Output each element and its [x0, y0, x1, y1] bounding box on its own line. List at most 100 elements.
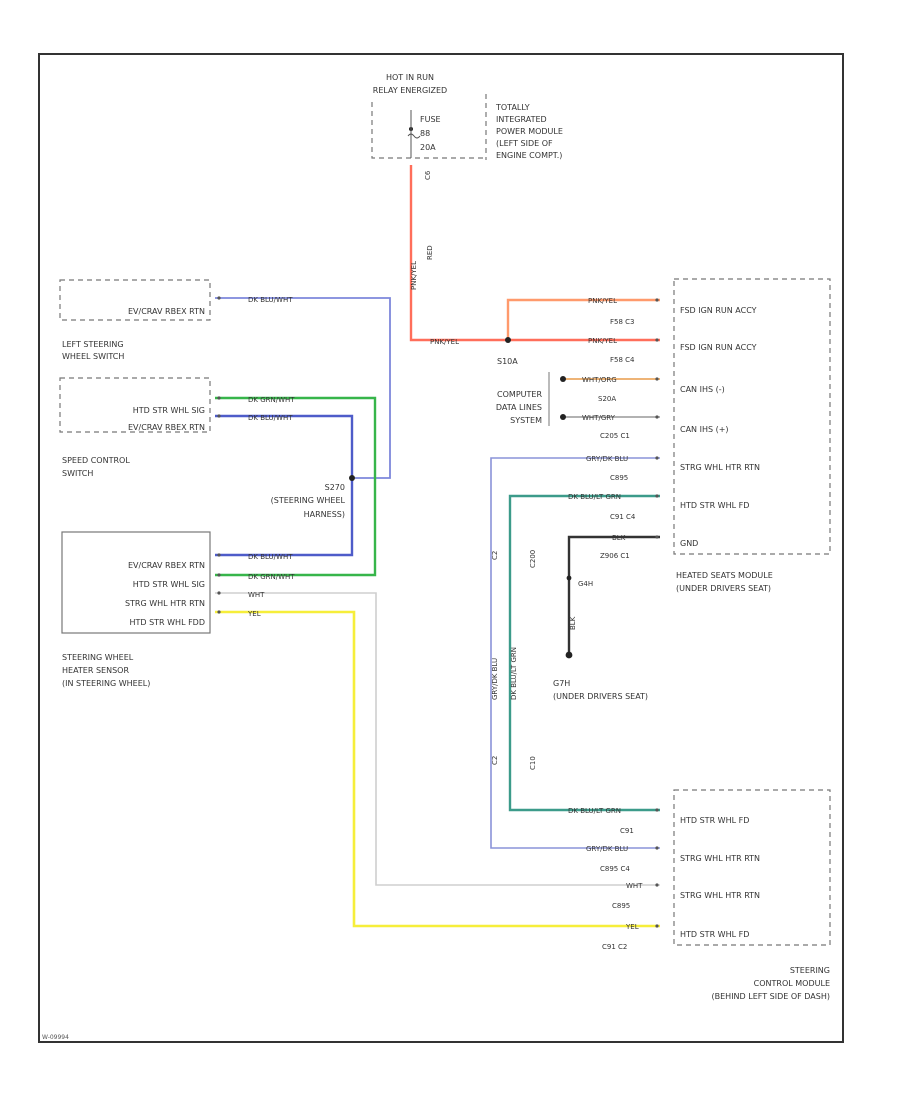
wire-label-g4h: G4H: [578, 580, 593, 588]
tipm-line-5: ENGINE COMPT.): [496, 151, 562, 160]
heater-line-3: (IN STEERING WHEEL): [62, 679, 150, 688]
heater-line-1: STEERING WHEEL: [62, 653, 134, 662]
splice-s270-dot: [349, 475, 355, 481]
wire-label-pnkyel-main: PNK/YEL: [430, 338, 459, 346]
conn-c895: C895: [610, 474, 628, 482]
left-switch-line-1: LEFT STEERING: [62, 340, 124, 349]
seats-pin-4: CAN IHS (+): [680, 425, 729, 434]
conn-c91-c4: C91 C4: [610, 513, 636, 521]
conn-c10: C10: [529, 756, 537, 770]
conn-c895-c4: C895 C4: [600, 865, 630, 873]
wire-pnkyel-main: [409, 165, 660, 342]
seats-pin-3: CAN IHS (-): [680, 385, 725, 394]
seats-pin-6: HTD STR WHL FD: [680, 501, 749, 510]
left-switch-line-2: WHEEL SWITCH: [62, 352, 124, 361]
splice-s10a: S10A: [497, 357, 518, 366]
wire-label-grydk-1: GRY/DK BLU: [586, 455, 628, 463]
wire-label-dkblult-v: DK BLU/LT GRN: [510, 647, 518, 700]
box-seats-module: [673, 278, 831, 555]
seats-pin-7: GND: [680, 539, 698, 548]
s270-line-3: HARNESS): [304, 510, 345, 519]
wire-pnkyel-branch: [506, 298, 660, 340]
diagram-frame: [38, 53, 844, 1043]
heater-pin-1: EV/CRAV RBEX RTN: [128, 561, 205, 570]
fuse-label-3: 20A: [420, 143, 436, 152]
conn-c91: C91: [620, 827, 634, 835]
wire-label-pnkyel-1: PNK/YEL: [588, 297, 617, 305]
conn-c895-b: C895: [612, 902, 630, 910]
heater-pin-3: STRG WHL HTR RTN: [125, 599, 205, 608]
wire-label-dkgrnwht-1: DK GRN/WHT: [248, 396, 295, 404]
steering-pin-1: HTD STR WHL FD: [680, 816, 749, 825]
box-heater-sensor: [61, 531, 211, 634]
speed-switch-pin-1: HTD STR WHL SIG: [133, 406, 205, 415]
tipm-line-4: (LEFT SIDE OF: [496, 139, 553, 148]
conn-c2-right: C2: [491, 756, 499, 765]
heater-pin-4: HTD STR WHL FDD: [129, 618, 205, 627]
can-dot-2: [560, 414, 566, 420]
wire-label-wht-2: WHT: [626, 882, 643, 890]
fuse-label-2: 88: [420, 129, 430, 138]
wire-wht: [215, 592, 660, 886]
steering-line-2: CONTROL MODULE: [754, 979, 830, 988]
computer-line-1: COMPUTER: [497, 390, 542, 399]
wire-label-wht: WHT: [248, 591, 265, 599]
heater-pin-2: HTD STR WHL SIG: [133, 580, 205, 589]
seats-line-1: HEATED SEATS MODULE: [676, 571, 773, 580]
computer-line-2: DATA LINES: [496, 403, 542, 412]
wire-label-yel-2: YEL: [625, 923, 639, 931]
pin-markers: [217, 296, 659, 928]
wire-blk: [567, 535, 660, 655]
wire-label-blk: BLK: [612, 534, 626, 542]
wire-label-vert-red: RED: [426, 245, 434, 260]
speed-switch-line-1: SPEED CONTROL: [62, 456, 130, 465]
module-boxes: [59, 94, 831, 946]
seats-pin-5: STRG WHL HTR RTN: [680, 463, 760, 472]
can-dot-1: [560, 376, 566, 382]
heater-line-2: HEATER SENSOR: [62, 666, 129, 675]
header-line1: HOT IN RUN: [386, 73, 434, 82]
header-line2: RELAY ENERGIZED: [373, 86, 447, 95]
wires: [215, 165, 660, 928]
computer-line-3: SYSTEM: [510, 416, 542, 425]
ground-dot: [565, 651, 573, 659]
seats-pin-2: FSD IGN RUN ACCY: [680, 343, 757, 352]
left-switch-pin: EV/CRAV RBEX RTN: [128, 307, 205, 316]
wire-label-grydk-2: GRY/DK BLU: [586, 845, 628, 853]
ground-line-2: (UNDER DRIVERS SEAT): [553, 692, 648, 701]
box-steering-module: [673, 789, 831, 946]
conn-c205-c1: C205 C1: [600, 432, 630, 440]
wire-dkgrnwht-speed: [215, 396, 377, 577]
ground-line-1: G7H: [553, 679, 570, 688]
wire-yel: [215, 610, 660, 928]
wire-label-pnkyel-2: PNK/YEL: [588, 337, 617, 345]
labels: HOT IN RUN RELAY ENERGIZED FUSE 88 20A T…: [62, 73, 830, 1001]
conn-z906-c1: Z906 C1: [600, 552, 630, 560]
conn-c91-c2: C91 C2: [602, 943, 627, 951]
wire-label-wht-org: WHT/ORG: [582, 376, 617, 384]
box-speed-switch: [59, 377, 211, 433]
wire-label-grydk-v: GRY/DK BLU: [491, 658, 499, 700]
wire-dkblultgrn: [508, 494, 660, 812]
fuse-symbol: [407, 110, 421, 158]
wire-dkbluwht-speed: [215, 414, 354, 557]
wire-label-dkbluwht-3: DK BLU/WHT: [248, 553, 293, 561]
box-left-switch: [59, 279, 211, 321]
wire-label-dkbluwht-2: DK BLU/WHT: [248, 414, 293, 422]
seats-pin-1: FSD IGN RUN ACCY: [680, 306, 757, 315]
diagram-code: W-09994: [42, 1034, 69, 1041]
tipm-line-2: INTEGRATED: [496, 115, 547, 124]
wire-label-vert-pnk: PNK/YEL: [410, 261, 418, 290]
tipm-line-3: POWER MODULE: [496, 127, 563, 136]
steering-pin-2: STRG WHL HTR RTN: [680, 854, 760, 863]
wire-dkbluwht-left-switch: [215, 297, 391, 479]
wire-label-dkgrnwht-2: DK GRN/WHT: [248, 573, 295, 581]
steering-line-1: STEERING: [790, 966, 830, 975]
s270-line-1: S270: [325, 483, 345, 492]
tipm-connector: C6: [424, 170, 432, 180]
fuse-label-1: FUSE: [420, 115, 441, 124]
wire-label-yel: YEL: [247, 610, 261, 618]
speed-switch-pin-2: EV/CRAV RBEX RTN: [128, 423, 205, 432]
tipm-line-1: TOTALLY: [495, 103, 530, 112]
